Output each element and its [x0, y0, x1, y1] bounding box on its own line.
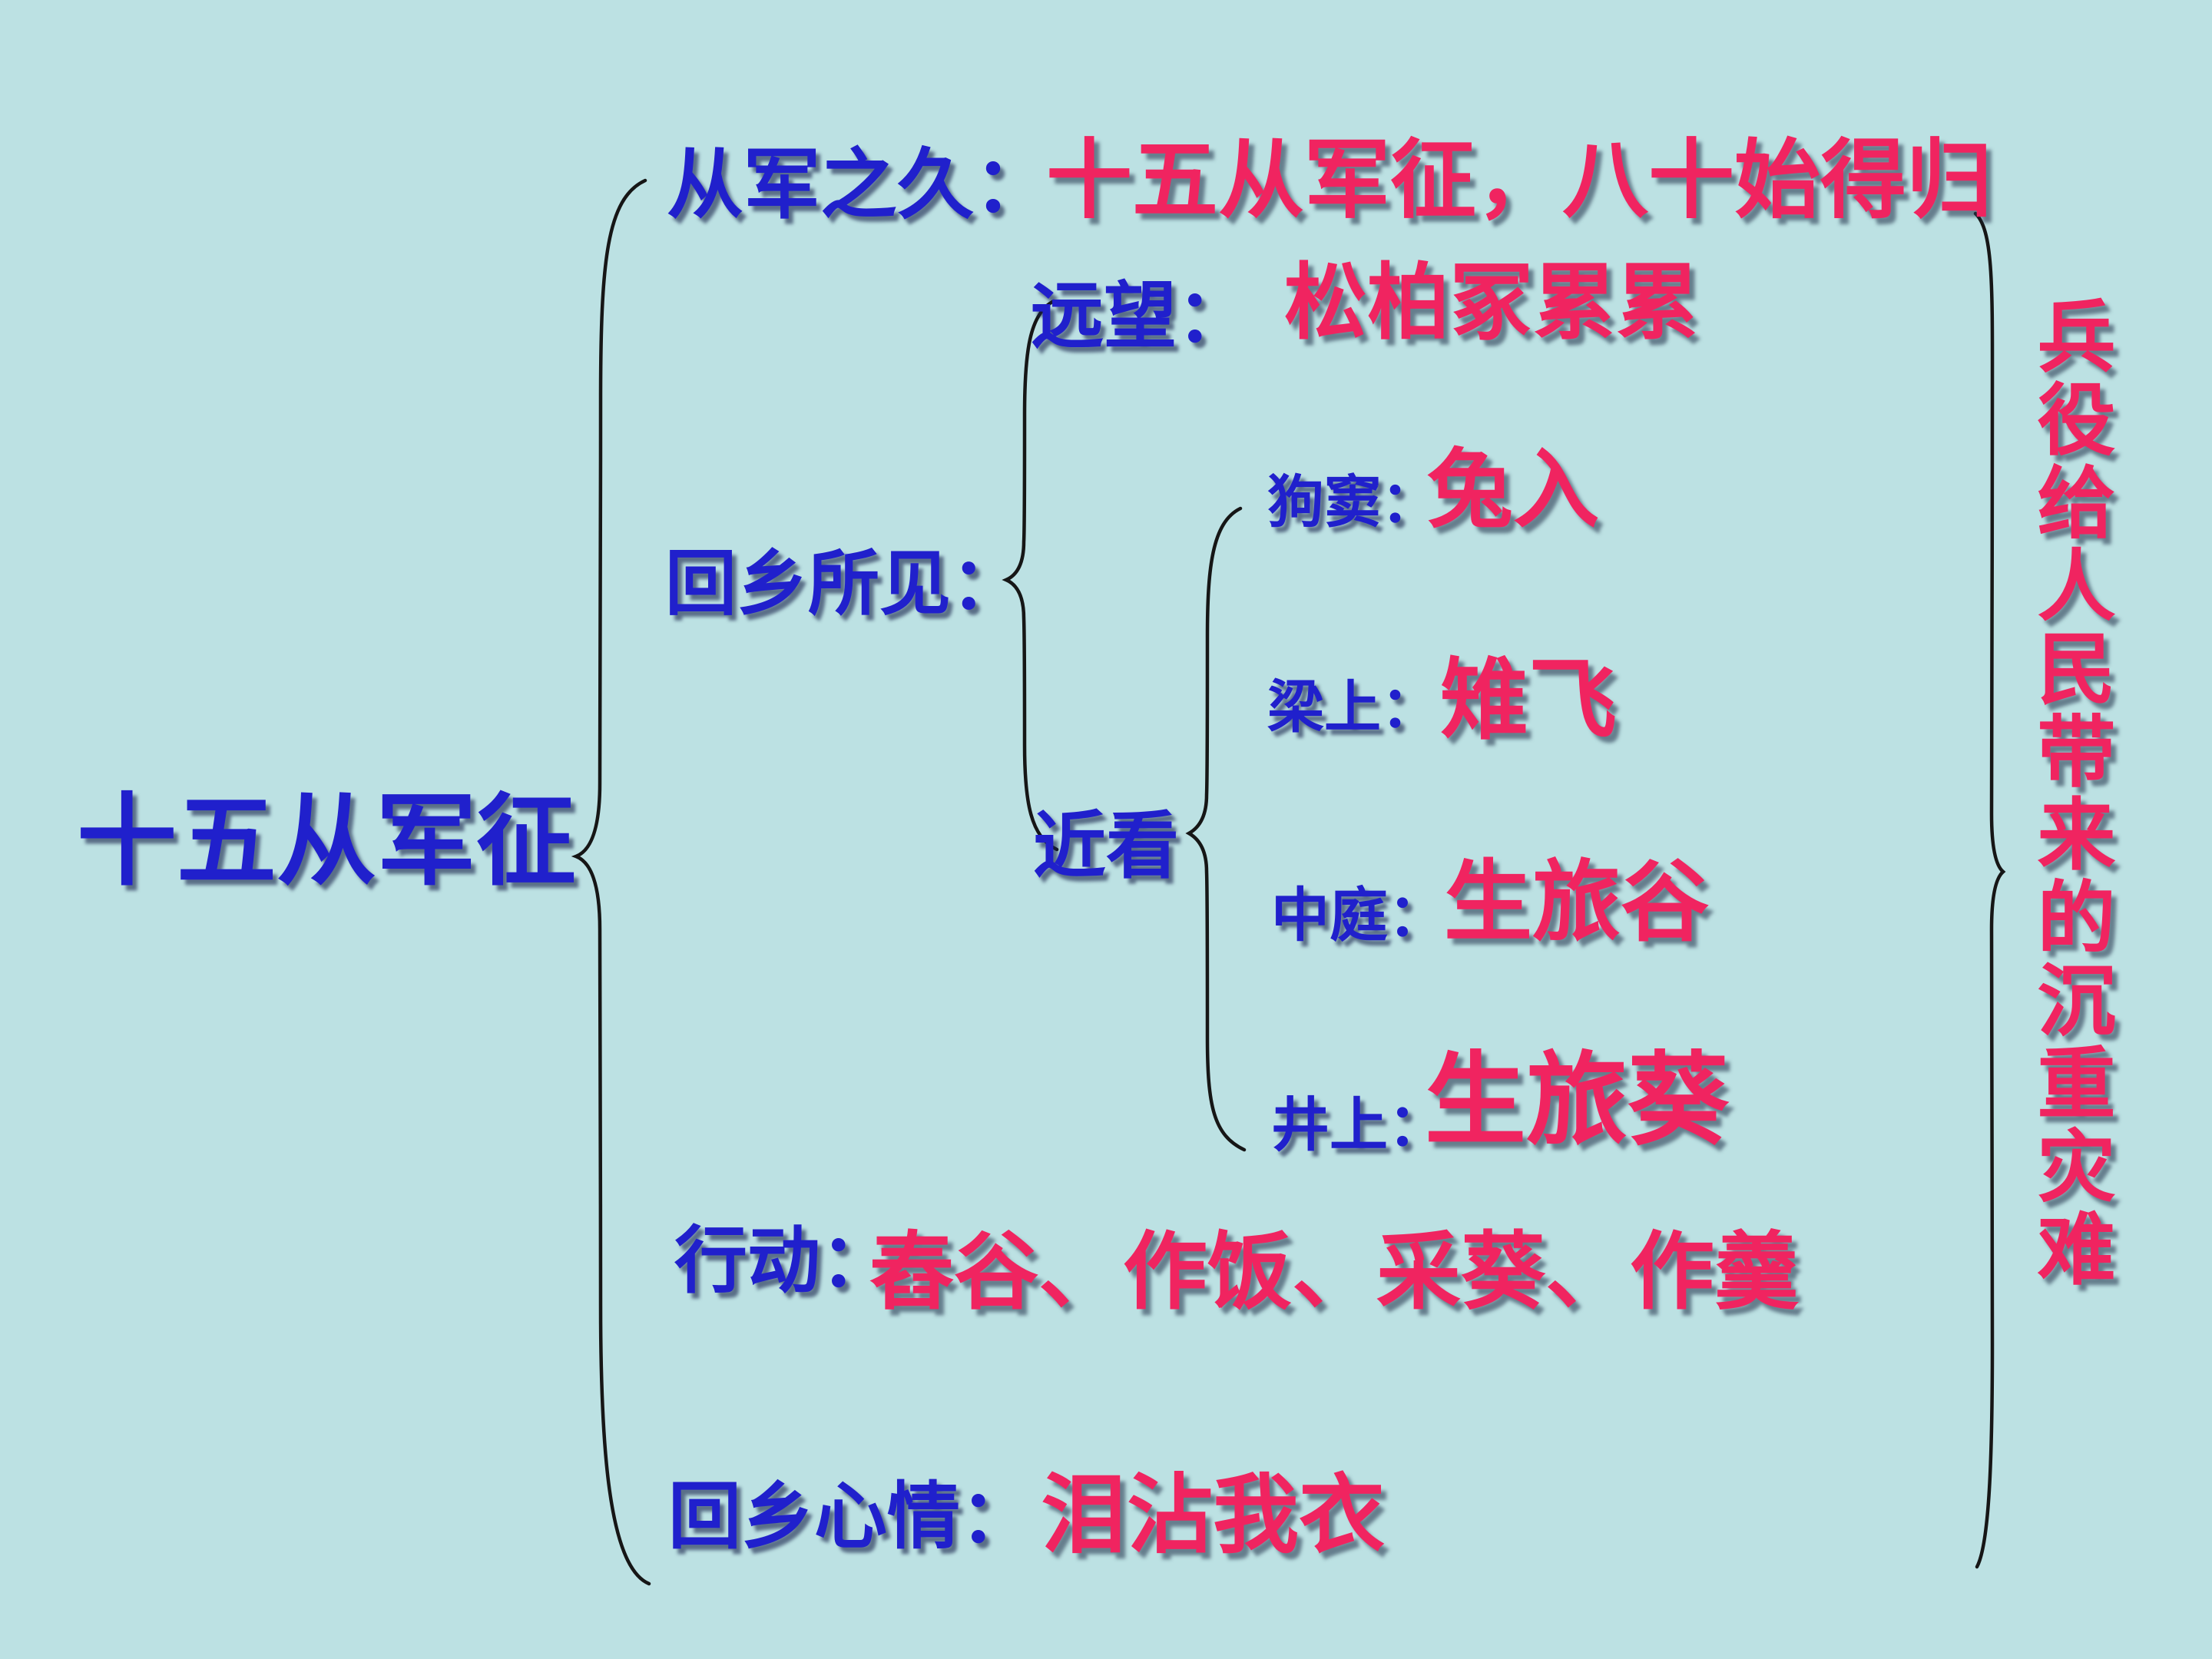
duration-value: 十五从军征，八十始得归	[1046, 134, 1992, 229]
conclusion-vertical-text: 兵役给人民带来的沉重灾难	[2025, 296, 2112, 1291]
root-brace	[571, 178, 651, 1586]
near-view-label: 近看	[1033, 806, 1180, 887]
actions-label: 行动：	[674, 1220, 894, 1302]
poem-title: 十五从军征	[77, 787, 577, 898]
duration-label: 从军之久：	[667, 143, 1051, 228]
mood-label: 回乡心情：	[668, 1476, 1034, 1558]
courtyard-value: 生旅谷	[1444, 854, 1710, 952]
sights-brace	[1002, 299, 1059, 852]
mood-value: 泪沾我衣	[1041, 1469, 1385, 1564]
dog-hole-label: 狗窦：	[1267, 472, 1438, 535]
near-view-brace	[1185, 506, 1247, 1152]
sights-label: 回乡所见：	[665, 545, 1022, 624]
courtyard-label: 中庭：	[1271, 884, 1446, 949]
beam-label: 梁上：	[1267, 677, 1438, 740]
dog-hole-value: 兔入	[1427, 443, 1599, 538]
well-label: 井上：	[1271, 1094, 1446, 1158]
beam-value: 雉飞	[1440, 652, 1618, 750]
well-value: 生旅葵	[1425, 1045, 1729, 1157]
conclusion-brace	[1973, 211, 2006, 1569]
far-view-label: 远望：	[1031, 276, 1250, 357]
far-view-value: 松柏冢累累	[1284, 258, 1700, 349]
actions-value: 舂谷、作饭、采葵、作羹	[869, 1226, 1799, 1320]
